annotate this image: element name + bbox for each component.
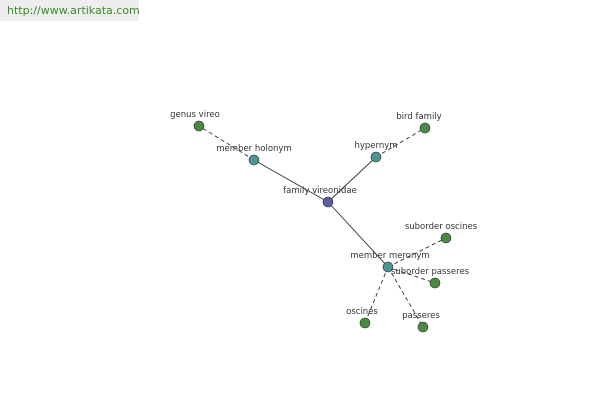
node-label-passeres_sub[interactable]: suborder passeres (391, 267, 470, 277)
node-label-oscines_sub[interactable]: suborder oscines (405, 222, 478, 232)
graph-edges (198, 125, 447, 328)
node-oscines[interactable] (359, 317, 371, 329)
node-label-center[interactable]: family vireonidae (283, 186, 357, 196)
edge-center-mero (327, 201, 389, 268)
node-label-hyper[interactable]: hypernym (354, 141, 397, 151)
site-url-link[interactable]: http://www.artikata.com (7, 4, 140, 17)
graph-nodes (193, 120, 452, 333)
node-oscines_sub[interactable] (440, 232, 452, 244)
edge-center-holonym (253, 159, 329, 203)
node-label-vireo[interactable]: genus vireo (170, 110, 220, 120)
edge-mero-oscines_sub (387, 237, 447, 268)
graph-labels: family vireonidae member holonym hypernym m… (170, 110, 478, 321)
edge-mero-passeres_sub (387, 266, 436, 284)
node-label-holonym[interactable]: member holonym (216, 144, 291, 154)
node-label-oscines[interactable]: oscines (346, 307, 378, 317)
node-passeres[interactable] (417, 321, 429, 333)
node-hyper[interactable] (370, 151, 382, 163)
node-label-mero[interactable]: member meronym (350, 251, 429, 261)
edge-mero-oscines (364, 266, 389, 324)
node-center[interactable] (322, 196, 334, 208)
node-label-bird[interactable]: bird family (396, 112, 441, 122)
node-label-passeres[interactable]: passeres (402, 311, 440, 321)
node-vireo[interactable] (193, 120, 205, 132)
edge-center-hyper (327, 156, 377, 203)
url-bar: http://www.artikata.com (0, 0, 140, 21)
edge-hyper-bird (375, 127, 426, 158)
edge-mero-passeres (387, 266, 424, 328)
node-holonym[interactable] (248, 154, 260, 166)
edge-holonym-vireo (198, 125, 255, 161)
node-bird[interactable] (419, 122, 431, 134)
node-passeres_sub[interactable] (429, 277, 441, 289)
node-mero[interactable] (382, 261, 394, 273)
